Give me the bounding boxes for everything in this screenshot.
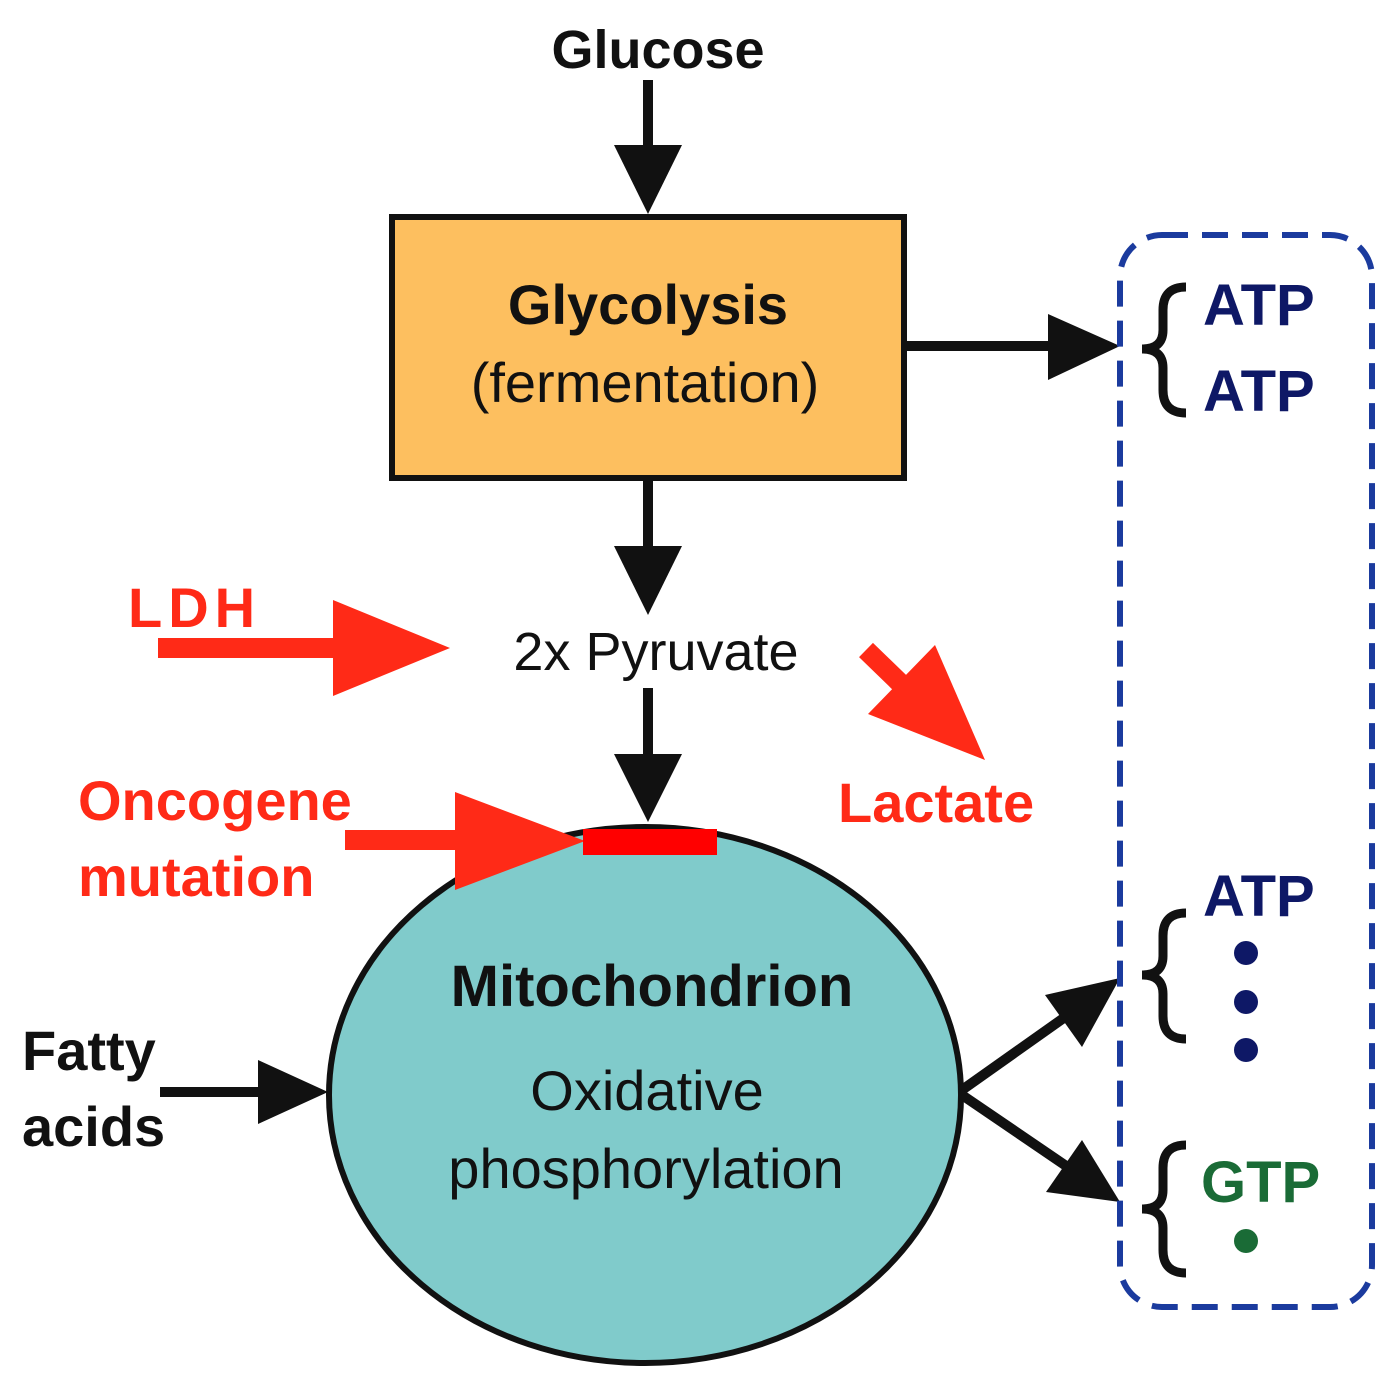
brace-icon [1141, 908, 1187, 1044]
brace-icon [1141, 1140, 1187, 1278]
ellipsis-dot-icon [1234, 1038, 1258, 1062]
lactate-label: Lactate [838, 771, 1034, 834]
arrow-glucose-to-glycolysis [614, 80, 682, 214]
fermentation-label: (fermentation) [471, 351, 820, 414]
arrow-pyruvate-to-lactate [859, 642, 985, 760]
atp-label: ATP [1203, 864, 1315, 929]
mitochondrion-label: Mitochondrion [451, 954, 854, 1019]
fatty-label-line1: Fatty [22, 1019, 156, 1082]
phosphorylation-label: phosphorylation [448, 1137, 843, 1200]
ldh-label: LDH [128, 576, 261, 639]
ellipsis-dot-icon [1234, 990, 1258, 1014]
oxidative-label: Oxidative [530, 1059, 763, 1122]
oncogene-label-line2: mutation [78, 845, 314, 908]
ellipsis-dot-icon [1234, 941, 1258, 965]
glycolysis-label: Glycolysis [508, 273, 788, 336]
mitochondrion-ellipse [326, 824, 964, 1366]
arrow-oncogene-to-mitochondrion [345, 792, 585, 890]
ellipsis-dot-icon [1234, 1229, 1258, 1253]
mutation-mark [583, 829, 717, 855]
arrow-pyruvate-to-mitochondrion [614, 688, 682, 822]
arrow-glycolysis-to-pyruvate [614, 480, 682, 615]
arrow-mitochondrion-to-atp [959, 978, 1120, 1095]
brace-icon [1141, 282, 1187, 418]
oncogene-label-line1: Oncogene [78, 769, 352, 832]
atp-label: ATP [1203, 273, 1315, 338]
arrow-mitochondrion-to-gtp [959, 1090, 1120, 1202]
arrow-fatty-acids-to-mitochondrion [160, 1060, 328, 1124]
energy-output-box [1117, 232, 1375, 1310]
glucose-label: Glucose [551, 20, 764, 80]
fatty-label-line2: acids [22, 1095, 165, 1158]
arrow-ldh-to-pyruvate [158, 600, 450, 696]
arrow-glycolysis-to-atp [904, 314, 1120, 380]
atp-label: ATP [1203, 359, 1315, 424]
glycolysis-box [389, 214, 907, 481]
pyruvate-label: 2x Pyruvate [513, 622, 798, 682]
gtp-label: GTP [1201, 1150, 1320, 1215]
